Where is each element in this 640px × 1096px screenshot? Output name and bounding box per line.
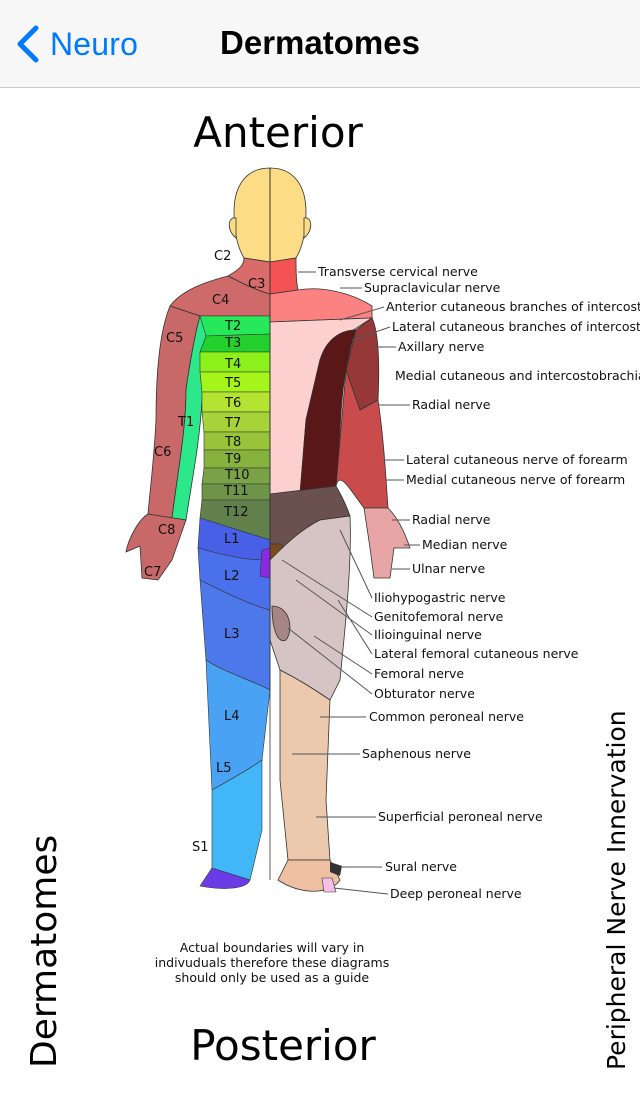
nerve-label-lateral-femoral: Lateral femoral cutaneous nerve	[374, 646, 579, 661]
label-t4: T4	[224, 357, 241, 372]
label-t7: T7	[224, 416, 241, 431]
label-t6: T6	[224, 396, 241, 411]
nerve-label-radial-hand: Radial nerve	[412, 512, 491, 527]
disclaimer-line-1: Actual boundaries will vary in	[180, 940, 365, 955]
nerve-label-genitofemoral: Genitofemoral nerve	[374, 609, 504, 624]
nerve-label-lateral-forearm: Lateral cutaneous nerve of forearm	[406, 452, 628, 467]
hand-right	[363, 507, 411, 579]
dermatome-diagram[interactable]: Anterior Posterior Dermatomes Peripheral…	[0, 89, 640, 1096]
chevron-left-icon	[17, 25, 39, 63]
label-c3: C3	[248, 277, 265, 292]
label-c8: C8	[158, 523, 175, 538]
nerve-label-femoral: Femoral nerve	[374, 666, 464, 681]
medial-cutaneous-area	[299, 329, 357, 495]
label-c5: C5	[166, 331, 183, 346]
label-t2: T2	[224, 319, 241, 334]
back-button-label: Neuro	[50, 25, 139, 62]
anterior-heading: Anterior	[193, 108, 363, 157]
navigation-bar: Neuro Dermatomes	[0, 0, 640, 88]
obturator-area	[271, 605, 291, 642]
body-figure: Anterior Posterior Dermatomes Peripheral…	[24, 108, 640, 1070]
head-right	[269, 167, 307, 263]
nerve-label-saphenous: Saphenous nerve	[362, 746, 471, 761]
nerve-label-transverse-cervical: Transverse cervical nerve	[317, 264, 478, 279]
label-c2: C2	[214, 249, 231, 264]
label-l3: L3	[224, 627, 240, 642]
label-l4: L4	[224, 709, 240, 724]
nerve-label-axillary: Axillary nerve	[398, 339, 485, 354]
nerve-label-anterior-cutaneous: Anterior cutaneous branches of intercost…	[386, 299, 640, 314]
head-left	[233, 167, 271, 263]
deep-peroneal-area	[321, 877, 337, 893]
s1-region	[199, 867, 251, 889]
nerve-label-medial-forearm: Medial cutaneous nerve of forearm	[406, 472, 625, 487]
supraclavicular-area	[269, 288, 373, 323]
nerve-label-deep-peroneal: Deep peroneal nerve	[390, 886, 522, 901]
nerve-label-common-peroneal: Common peroneal nerve	[369, 709, 524, 724]
nerve-label-supraclavicular: Supraclavicular nerve	[364, 280, 501, 295]
hand-left	[125, 513, 187, 581]
ear-left	[228, 217, 237, 239]
disclaimer-line-3: should only be used as a guide	[175, 970, 369, 985]
label-t5: T5	[224, 376, 241, 391]
label-t1: T1	[177, 415, 194, 430]
label-t9: T9	[224, 452, 241, 467]
nerve-label-radial-upper: Radial nerve	[412, 397, 491, 412]
transverse-cervical-area	[269, 257, 299, 295]
label-t3: T3	[224, 336, 241, 351]
side-label-dermatomes: Dermatomes	[24, 835, 65, 1068]
label-t10: T10	[224, 468, 249, 483]
side-label-peripheral: Peripheral Nerve Innervation	[602, 710, 631, 1070]
posterior-heading: Posterior	[190, 1021, 376, 1070]
lower-leg-right	[279, 669, 331, 861]
nerve-label-medial-cutaneous: Medial cutaneous and intercostobrachial …	[395, 368, 640, 383]
nerve-label-ulnar: Ulnar nerve	[412, 561, 485, 576]
forearm-area	[335, 369, 389, 509]
nerve-label-iliohypogastric: Iliohypogastric nerve	[374, 590, 506, 605]
label-c4: C4	[212, 293, 229, 308]
nerve-label-sural: Sural nerve	[385, 859, 457, 874]
label-l1: L1	[224, 532, 240, 547]
label-s1: S1	[192, 840, 209, 855]
label-c6: C6	[154, 445, 171, 460]
nerve-label-obturator: Obturator nerve	[374, 686, 475, 701]
label-t11: T11	[223, 484, 248, 499]
page-title: Dermatomes	[220, 24, 420, 61]
nerve-label-median: Median nerve	[422, 537, 508, 552]
l5-region	[211, 759, 263, 881]
ear-right	[303, 217, 312, 239]
nerve-label-ilioinguinal: Ilioinguinal nerve	[374, 627, 482, 642]
sural-area	[330, 862, 342, 876]
nerve-label-lateral-cutaneous: Lateral cutaneous branches of intercosta…	[392, 319, 640, 334]
label-c7: C7	[144, 565, 161, 580]
label-l5: L5	[216, 761, 232, 776]
disclaimer-line-2: indivuduals therefore these diagrams	[155, 955, 389, 970]
label-t12: T12	[223, 505, 248, 520]
back-button[interactable]: Neuro	[14, 22, 138, 66]
label-l2: L2	[224, 569, 240, 584]
label-t8: T8	[224, 435, 241, 450]
nerve-label-superficial-peroneal: Superficial peroneal nerve	[378, 809, 543, 824]
